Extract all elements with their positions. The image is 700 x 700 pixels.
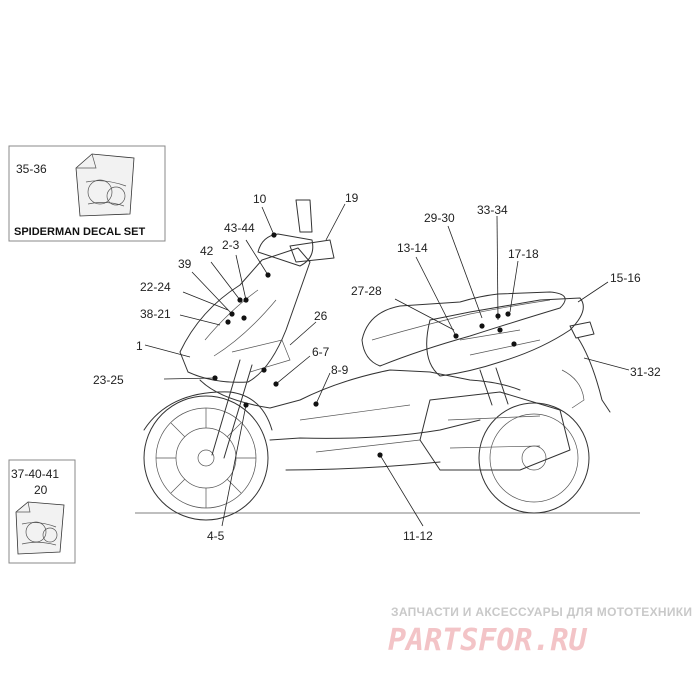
callout-19: 19: [345, 191, 359, 205]
callout-42: 42: [200, 244, 214, 258]
callout-29-30: 29-30: [424, 211, 455, 225]
callout-15-16: 15-16: [610, 271, 641, 285]
callout-33-34: 33-34: [477, 203, 508, 217]
decal-set-box-2: 37-40-41 20: [8, 459, 76, 564]
decal-set-number: 35-36: [16, 162, 47, 176]
callout-31-32: 31-32: [630, 365, 661, 379]
callout-11-12: 11-12: [403, 529, 433, 543]
decal-sheet-icon: [75, 153, 135, 217]
decal-sheet-icon-2: [15, 501, 65, 555]
leader-lines: [144, 203, 630, 527]
callout-26: 26: [314, 309, 328, 323]
watermark-logo: PARTSFOR.RU: [388, 623, 588, 658]
callout-dots: [212, 232, 517, 458]
callout-17-18: 17-18: [508, 247, 539, 261]
callout-43-44: 43-44: [224, 221, 255, 235]
decal-set-2-number-line2: 20: [34, 483, 48, 497]
callout-23-25: 23-25: [93, 373, 124, 387]
rear-wheel: [478, 402, 590, 514]
callout-13-14: 13-14: [397, 241, 428, 255]
callout-labels: 1 10 19 43-44 2-3 42 39 22-24 38-21 23-2…: [93, 191, 661, 543]
callout-4-5: 4-5: [207, 529, 225, 543]
decal-set-title: SPIDERMAN DECAL SET: [14, 226, 145, 238]
scooter-drawing: [135, 199, 640, 521]
callout-22-24: 22-24: [140, 280, 171, 294]
callout-2-3: 2-3: [222, 238, 240, 252]
callout-10: 10: [253, 192, 267, 206]
callout-8-9: 8-9: [331, 363, 349, 377]
watermark: ЗАПЧАСТИ И АКСЕССУАРЫ ДЛЯ МОТОТЕХНИКИ PA…: [388, 605, 692, 658]
decal-set-2-number-line1: 37-40-41: [11, 467, 59, 481]
callout-1: 1: [136, 339, 143, 353]
callout-38-21: 38-21: [140, 307, 171, 321]
callout-39: 39: [178, 257, 192, 271]
front-wheel: [143, 391, 273, 521]
spiderman-decal-set-box: 35-36 SPIDERMAN DECAL SET: [8, 145, 166, 242]
callout-27-28: 27-28: [351, 284, 382, 298]
watermark-tagline: ЗАПЧАСТИ И АКСЕССУАРЫ ДЛЯ МОТОТЕХНИКИ: [391, 605, 692, 619]
callout-6-7: 6-7: [312, 345, 330, 359]
